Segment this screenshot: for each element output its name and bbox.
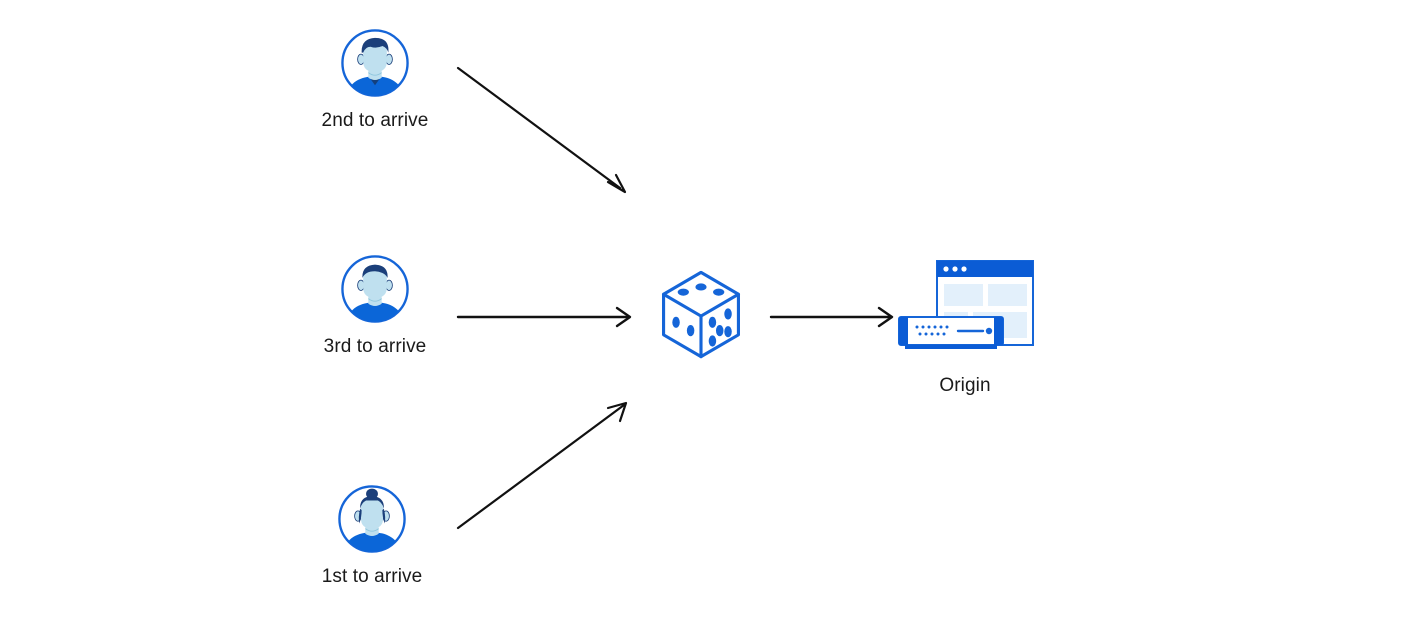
- server-appliance: [898, 316, 1004, 349]
- dice-icon: [649, 262, 753, 371]
- node-label: 2nd to arrive: [321, 110, 429, 131]
- node-client-2nd[interactable]: 2nd to arrive: [295, 26, 455, 133]
- node-randomizer[interactable]: [646, 262, 756, 372]
- node-origin[interactable]: Origin: [855, 255, 1075, 398]
- node-label: 1st to arrive: [321, 566, 423, 587]
- node-client-1st[interactable]: 1st to arrive: [292, 482, 452, 589]
- user-avatar-icon: [335, 482, 409, 556]
- node-label: 3rd to arrive: [323, 336, 427, 357]
- node-client-3rd[interactable]: 3rd to arrive: [295, 252, 455, 359]
- user-avatar-icon: [338, 26, 412, 100]
- origin-server-icon: [895, 255, 1035, 365]
- edge-1st-to-dice: [456, 401, 628, 530]
- edge-2nd-to-dice: [456, 66, 627, 194]
- user-avatar-icon: [338, 252, 412, 326]
- edge-3rd-to-dice: [456, 306, 632, 328]
- node-label: Origin: [939, 375, 991, 396]
